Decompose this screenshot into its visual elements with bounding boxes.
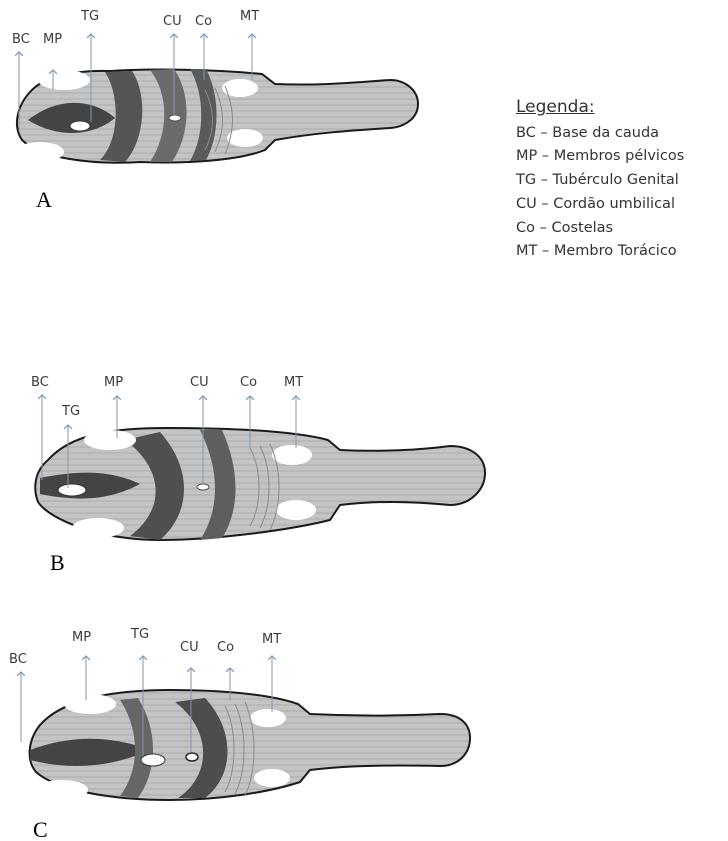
panel-b-label-bc: BC	[31, 375, 49, 390]
panel-a-pelvic-limb-bottom	[16, 142, 64, 162]
panel-b-thoracic-limb-top	[272, 445, 312, 465]
panel-b-pelvic-limb-bottom	[72, 518, 124, 538]
panel-c-label-bc: BC	[9, 652, 27, 667]
panel-c-label-mp: MP	[72, 630, 91, 645]
panel-a-label-bc: BC	[12, 32, 30, 47]
panel-a-label-tg: TG	[80, 9, 99, 24]
panel-c-letter: C	[33, 817, 48, 841]
panel-b-label-co: Co	[240, 375, 257, 390]
legend-item-mp: MP – Membros pélvicos	[516, 145, 684, 169]
panel-b-label-tg: TG	[61, 404, 80, 419]
panel-a-thoracic-limb-top	[222, 79, 258, 97]
panel-c-pelvic-limb-bottom	[36, 780, 88, 800]
panel-c: BC MP TG CU Co MT C	[9, 627, 470, 841]
legend: Legenda: BC – Base da cauda MP – Membros…	[516, 96, 684, 264]
panel-c-thoracic-limb-top	[250, 709, 286, 727]
panel-b-letter: B	[50, 550, 65, 575]
legend-item-cu: CU – Cordão umbilical	[516, 193, 684, 217]
panel-c-thoracic-limb-bottom	[254, 769, 290, 787]
panel-a-label-mt: MT	[240, 9, 259, 24]
panel-c-pelvic-limb-top	[64, 694, 116, 714]
legend-title: Legenda:	[516, 96, 684, 120]
panel-b-label-mp: MP	[104, 375, 123, 390]
panel-a-pelvic-limb-top	[38, 70, 90, 90]
panel-c-label-mt: MT	[262, 632, 281, 647]
panel-a-label-mp: MP	[43, 32, 62, 47]
panel-c-label-co: Co	[217, 640, 234, 655]
panel-b-thoracic-limb-bottom	[276, 500, 316, 520]
panel-b-label-mt: MT	[284, 375, 303, 390]
panel-b: BC TG MP CU Co MT B	[31, 375, 485, 575]
legend-item-bc: BC – Base da cauda	[516, 122, 684, 146]
panel-a-label-cu: CU	[163, 14, 182, 29]
panel-b-pelvic-limb-top	[84, 430, 136, 450]
panel-c-label-tg: TG	[130, 627, 149, 642]
panel-a-letter: A	[36, 187, 52, 212]
panel-b-label-cu: CU	[190, 375, 209, 390]
legend-item-tg: TG – Tubérculo Genital	[516, 169, 684, 193]
legend-item-mt: MT – Membro Torácico	[516, 240, 684, 264]
legend-item-co: Co – Costelas	[516, 217, 684, 241]
panel-a: BC MP TG CU Co MT A	[12, 9, 418, 212]
panel-a-label-co: Co	[195, 14, 212, 29]
panel-a-thoracic-limb-bottom	[227, 129, 263, 147]
panel-c-label-cu: CU	[180, 640, 199, 655]
